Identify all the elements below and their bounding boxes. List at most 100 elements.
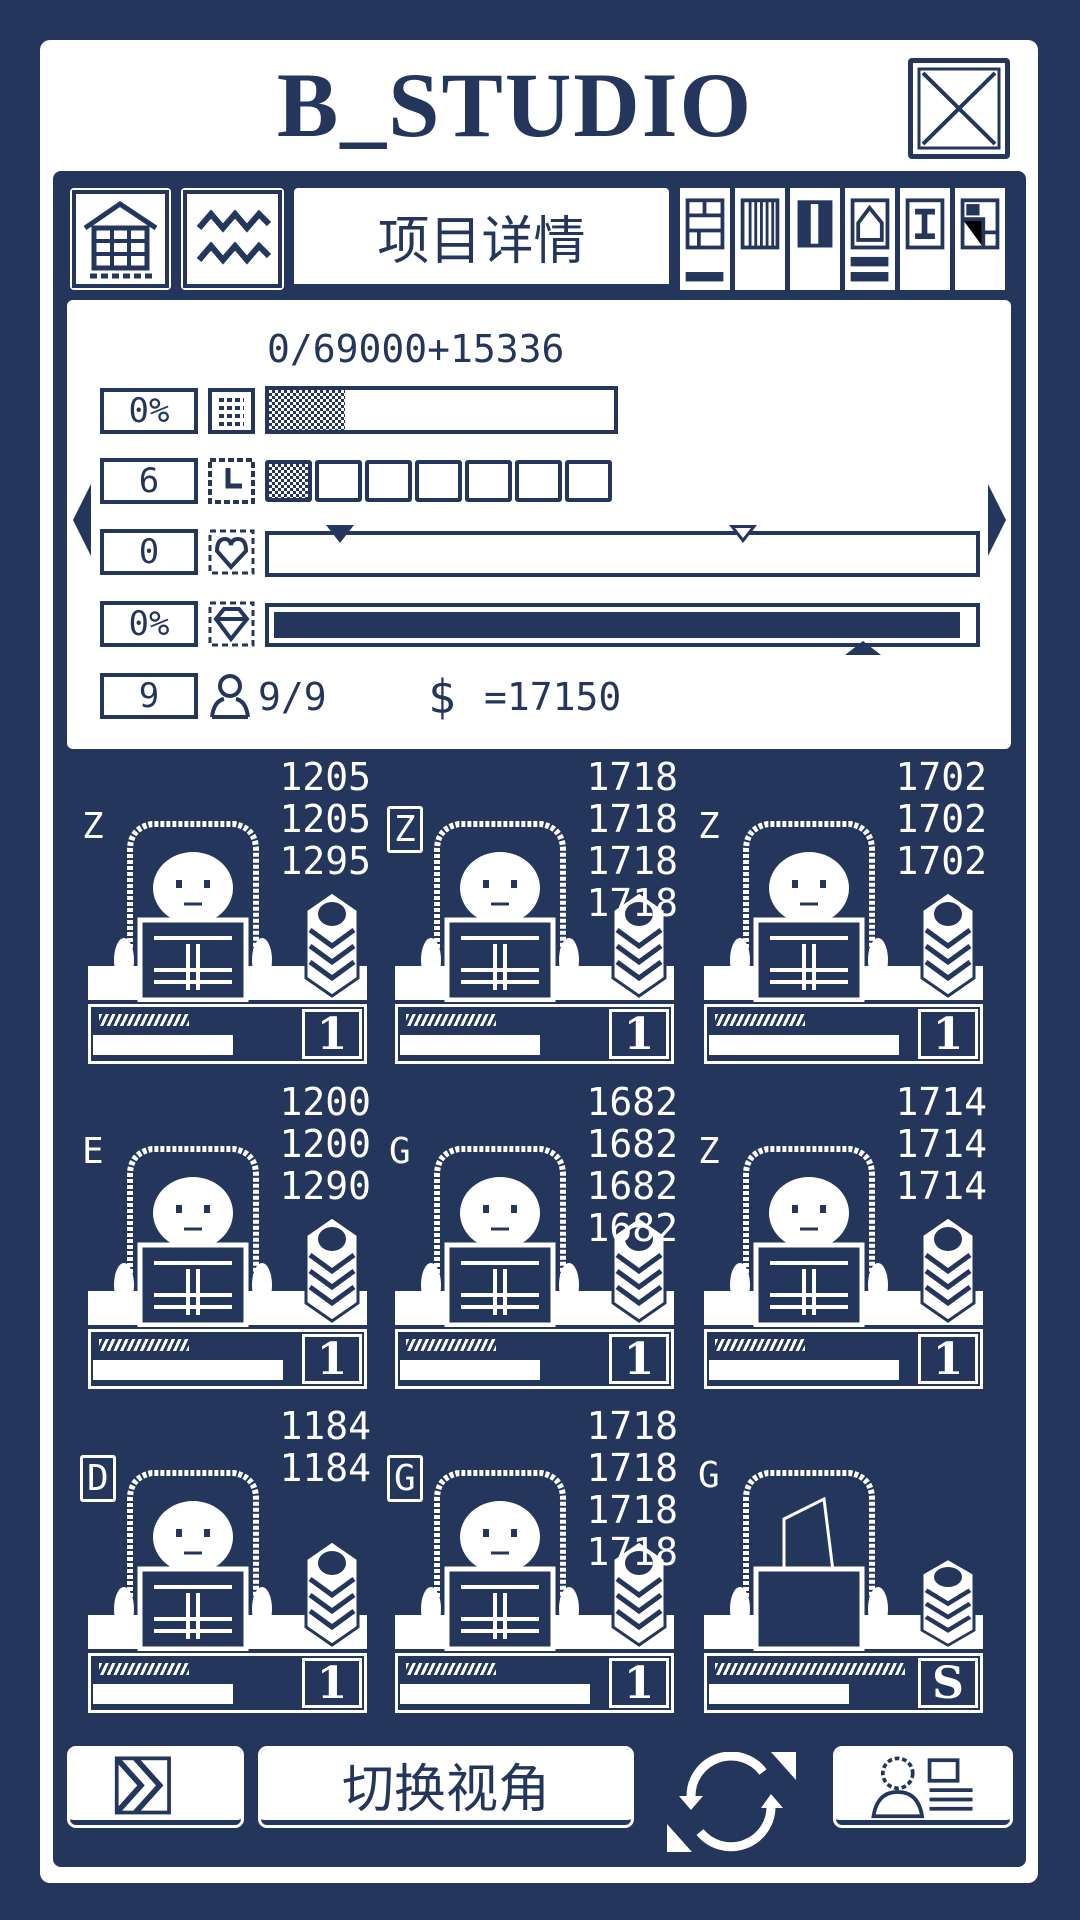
time-segment [565, 460, 612, 502]
staff-status: S [704, 1653, 983, 1713]
coin-stack-icon [920, 1215, 976, 1323]
progress-bar [400, 1035, 540, 1055]
coin-stack-icon [920, 890, 976, 998]
energy-bar [400, 1658, 604, 1680]
tab-project-details[interactable]: 项目详情 [294, 188, 669, 290]
coin-stack-icon [611, 1539, 667, 1647]
fan-fill [274, 612, 960, 638]
level-badge: 1 [302, 1658, 362, 1709]
close-button[interactable] [908, 58, 1010, 159]
quality-fill [269, 390, 345, 430]
grade-badge: Z [387, 806, 423, 853]
time-value: 6 [100, 458, 198, 504]
floating-number: 1290 [279, 1164, 371, 1208]
reputation-marker [728, 525, 757, 543]
grade-badge: D [80, 1455, 116, 1502]
level-badge: 1 [918, 1334, 978, 1385]
energy-bar [93, 1009, 297, 1031]
reputation-marker [325, 525, 354, 543]
fan-marker [844, 641, 881, 655]
floating-number: 1718 [586, 1446, 678, 1490]
coin-stack-icon [920, 1557, 976, 1647]
prev-arrow-button[interactable] [73, 484, 91, 556]
staff-character-icon [730, 821, 888, 1002]
floating-number: 1205 [279, 797, 371, 841]
switch-view-button[interactable]: 切换视角 [258, 1746, 634, 1828]
floating-number: 1718 [586, 1530, 678, 1574]
floating-number: 1714 [895, 1164, 987, 1208]
level-badge: 1 [609, 1334, 669, 1385]
floating-number: 1184 [279, 1404, 371, 1448]
time-segment [315, 460, 362, 502]
refresh-icon[interactable] [667, 1752, 796, 1852]
staff-status: 1 [395, 1329, 674, 1389]
building-icon [72, 190, 169, 288]
stats-panel [67, 300, 1011, 749]
floating-number: 1718 [586, 881, 678, 925]
coin-stack-icon [304, 890, 360, 998]
floating-number: 1702 [895, 755, 987, 799]
floating-number: 1200 [279, 1122, 371, 1166]
floating-number: 1682 [586, 1206, 678, 1250]
fast-forward-button[interactable] [67, 1746, 244, 1828]
progress-bar [93, 1360, 283, 1380]
level-badge: 1 [302, 1009, 362, 1060]
small-tab-3[interactable] [790, 188, 843, 290]
progress-bar [709, 1360, 899, 1380]
floating-number: 1205 [279, 755, 371, 799]
coin-stack-icon [304, 1539, 360, 1647]
progress-bar [400, 1684, 590, 1704]
level-badge: S [918, 1658, 978, 1709]
calculator-icon [208, 388, 255, 434]
small-tab-1[interactable] [680, 188, 733, 290]
columns-icon [740, 198, 780, 250]
quality-progress-bar [265, 386, 618, 434]
wave-icon [183, 190, 282, 288]
staff-profile-button[interactable] [833, 1746, 1013, 1828]
small-tab-5[interactable] [900, 188, 953, 290]
grade-badge: E [82, 1131, 104, 1172]
progress-bar [709, 1035, 899, 1055]
staff-status: 1 [704, 1004, 983, 1064]
coin-stack-icon [611, 890, 667, 998]
trend-button[interactable] [181, 188, 284, 290]
person-icon [210, 674, 250, 719]
floating-number: 1714 [895, 1122, 987, 1166]
floating-number: 1714 [895, 1080, 987, 1124]
coin-stack-icon [611, 1215, 667, 1323]
floating-number: 1718 [586, 1488, 678, 1532]
energy-bar [709, 1334, 913, 1356]
time-segment [515, 460, 562, 502]
staff-character-icon [730, 1470, 888, 1651]
staff-status: 1 [88, 1004, 367, 1064]
staff-character-icon [114, 821, 272, 1002]
small-tab-2[interactable] [735, 188, 788, 290]
energy-bar [400, 1334, 604, 1356]
small-tab-4[interactable] [845, 188, 898, 290]
floating-number: 1682 [586, 1080, 678, 1124]
building-button[interactable] [70, 188, 171, 290]
small-tab-6[interactable] [955, 188, 1008, 290]
reputation-bar [265, 525, 980, 577]
grade-badge: Z [698, 1131, 720, 1172]
next-arrow-button[interactable] [988, 484, 1006, 556]
energy-bar [93, 1658, 297, 1680]
level-badge: 1 [609, 1658, 669, 1709]
time-segment [265, 460, 312, 502]
